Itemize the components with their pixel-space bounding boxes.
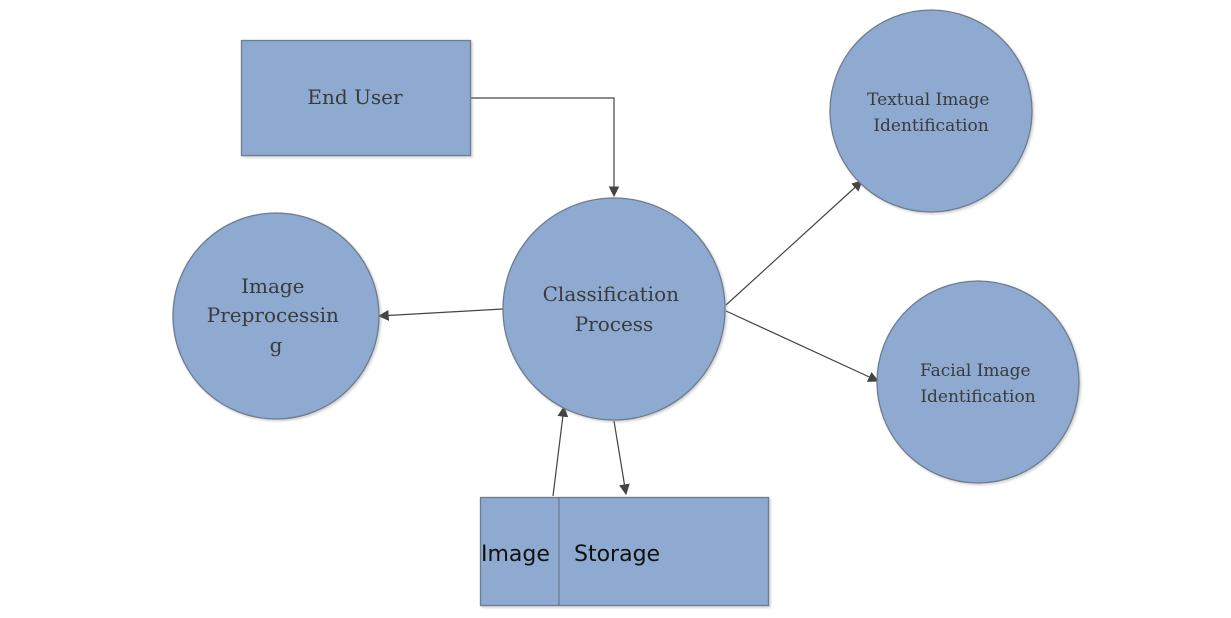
edge-storage-to-classification: [552, 405, 569, 497]
image-preprocessing-circle: [172, 212, 380, 420]
textual-image-identification-label: Textual Image Identification: [867, 90, 995, 136]
textual-image-identification-line-1: Textual Image: [867, 90, 989, 110]
classification-process-circle: [502, 197, 726, 421]
end-user-box: [240, 39, 472, 157]
image-storage-label-right: Storage: [574, 542, 660, 567]
image-storage-box: [479, 496, 770, 607]
facial-image-identification-circle: [876, 280, 1080, 484]
classification-process-node: [502, 197, 726, 421]
image-preprocessing-line-2: Preprocessin: [207, 303, 339, 327]
image-preprocessing-line-3: g: [270, 333, 283, 357]
textual-image-identification-line-2: Identification: [873, 116, 988, 136]
classification-process-label: Classification Process: [543, 282, 686, 336]
edge-classification-to-preprocessing: [377, 308, 504, 321]
classification-process-line-1: Classification: [543, 282, 679, 306]
image-preprocessing-label: Image Preprocessin g: [207, 274, 345, 357]
image-preprocessing-line-1: Image: [241, 274, 304, 298]
image-preprocessing-node: [172, 212, 380, 420]
classification-process-line-2: Process: [575, 312, 654, 336]
facial-image-identification-node: [876, 280, 1080, 484]
image-storage-label-left: Image: [481, 542, 550, 567]
edges-group: [377, 97, 879, 497]
edge-classification-to-textual: [725, 180, 863, 306]
textual-image-identification-circle: [829, 9, 1033, 213]
facial-image-identification-line-1: Facial Image: [920, 361, 1031, 381]
end-user-node: [240, 39, 472, 157]
image-storage-node: [479, 496, 770, 607]
end-user-label: End User: [307, 85, 403, 109]
facial-image-identification-label: Facial Image Identification: [920, 361, 1036, 407]
facial-image-identification-line-2: Identification: [920, 387, 1035, 407]
edge-classification-to-storage: [613, 420, 630, 496]
textual-image-identification-node: [829, 9, 1033, 213]
edge-classification-to-facial: [725, 310, 879, 382]
edge-end-user-to-classification: [471, 97, 620, 198]
